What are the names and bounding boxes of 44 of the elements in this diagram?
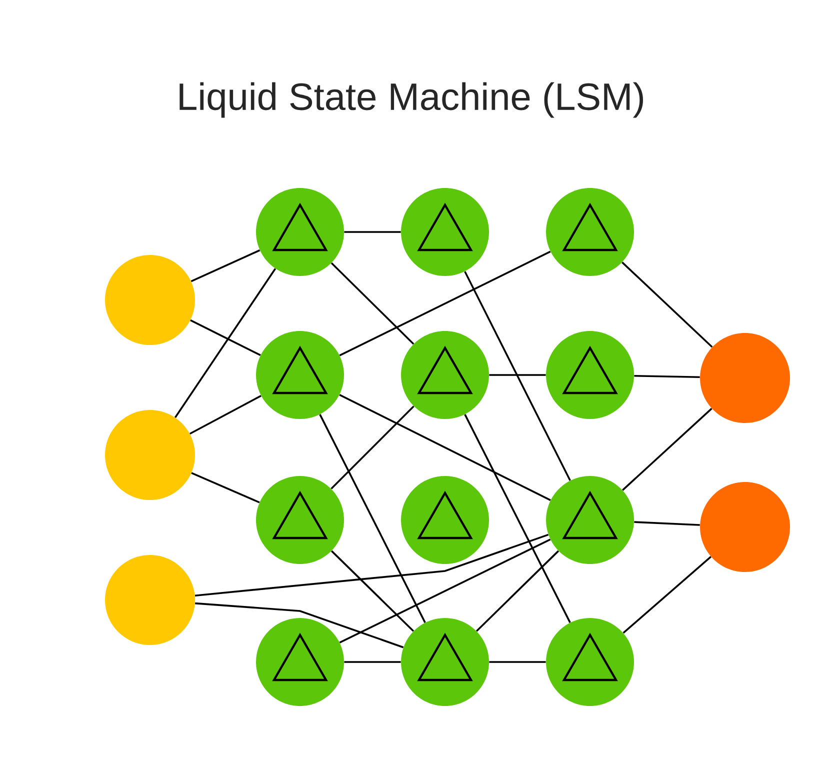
neuron-circle [401,476,489,564]
connection-line [195,602,404,648]
connection-line [489,374,546,376]
connection-line [622,408,712,491]
connection-line [634,374,700,378]
connection-line [339,250,551,356]
output-circle [700,482,790,572]
connection-line [330,262,414,345]
connection-line [476,550,560,632]
neuron-circle [256,476,344,564]
connection-line [330,550,414,632]
input-circle [105,410,195,500]
connection-line [339,538,551,644]
title: Liquid State Machine (LSM) [180,82,643,118]
connection-line [339,394,551,502]
connection-line [319,414,426,623]
neuron-circle [546,476,634,564]
connection-line [330,406,414,490]
connection-line [190,249,260,282]
input-circle [105,255,195,345]
connection-line [194,534,549,596]
output-circle [700,333,790,423]
neuron-circle [401,618,489,706]
connection-line [464,271,571,481]
neuron-circle [401,188,489,276]
connection-line [634,521,700,526]
connection-line [464,414,571,623]
neuron-circle [401,331,489,419]
connection-line [191,472,260,504]
neuron-circle [546,618,634,706]
connection-line [622,556,712,634]
connection-line [189,395,262,435]
connection-line [489,661,546,663]
connection-line [344,661,401,663]
neuron-circle [256,331,344,419]
neuron-circle [256,618,344,706]
connection-line [174,268,276,418]
neuron-circle [256,188,344,276]
neuron-circle [546,188,634,276]
connection-line [190,319,261,356]
connection-line [622,262,713,348]
connection-line [344,231,401,233]
neuron-circle [546,331,634,419]
input-circle [105,555,195,645]
